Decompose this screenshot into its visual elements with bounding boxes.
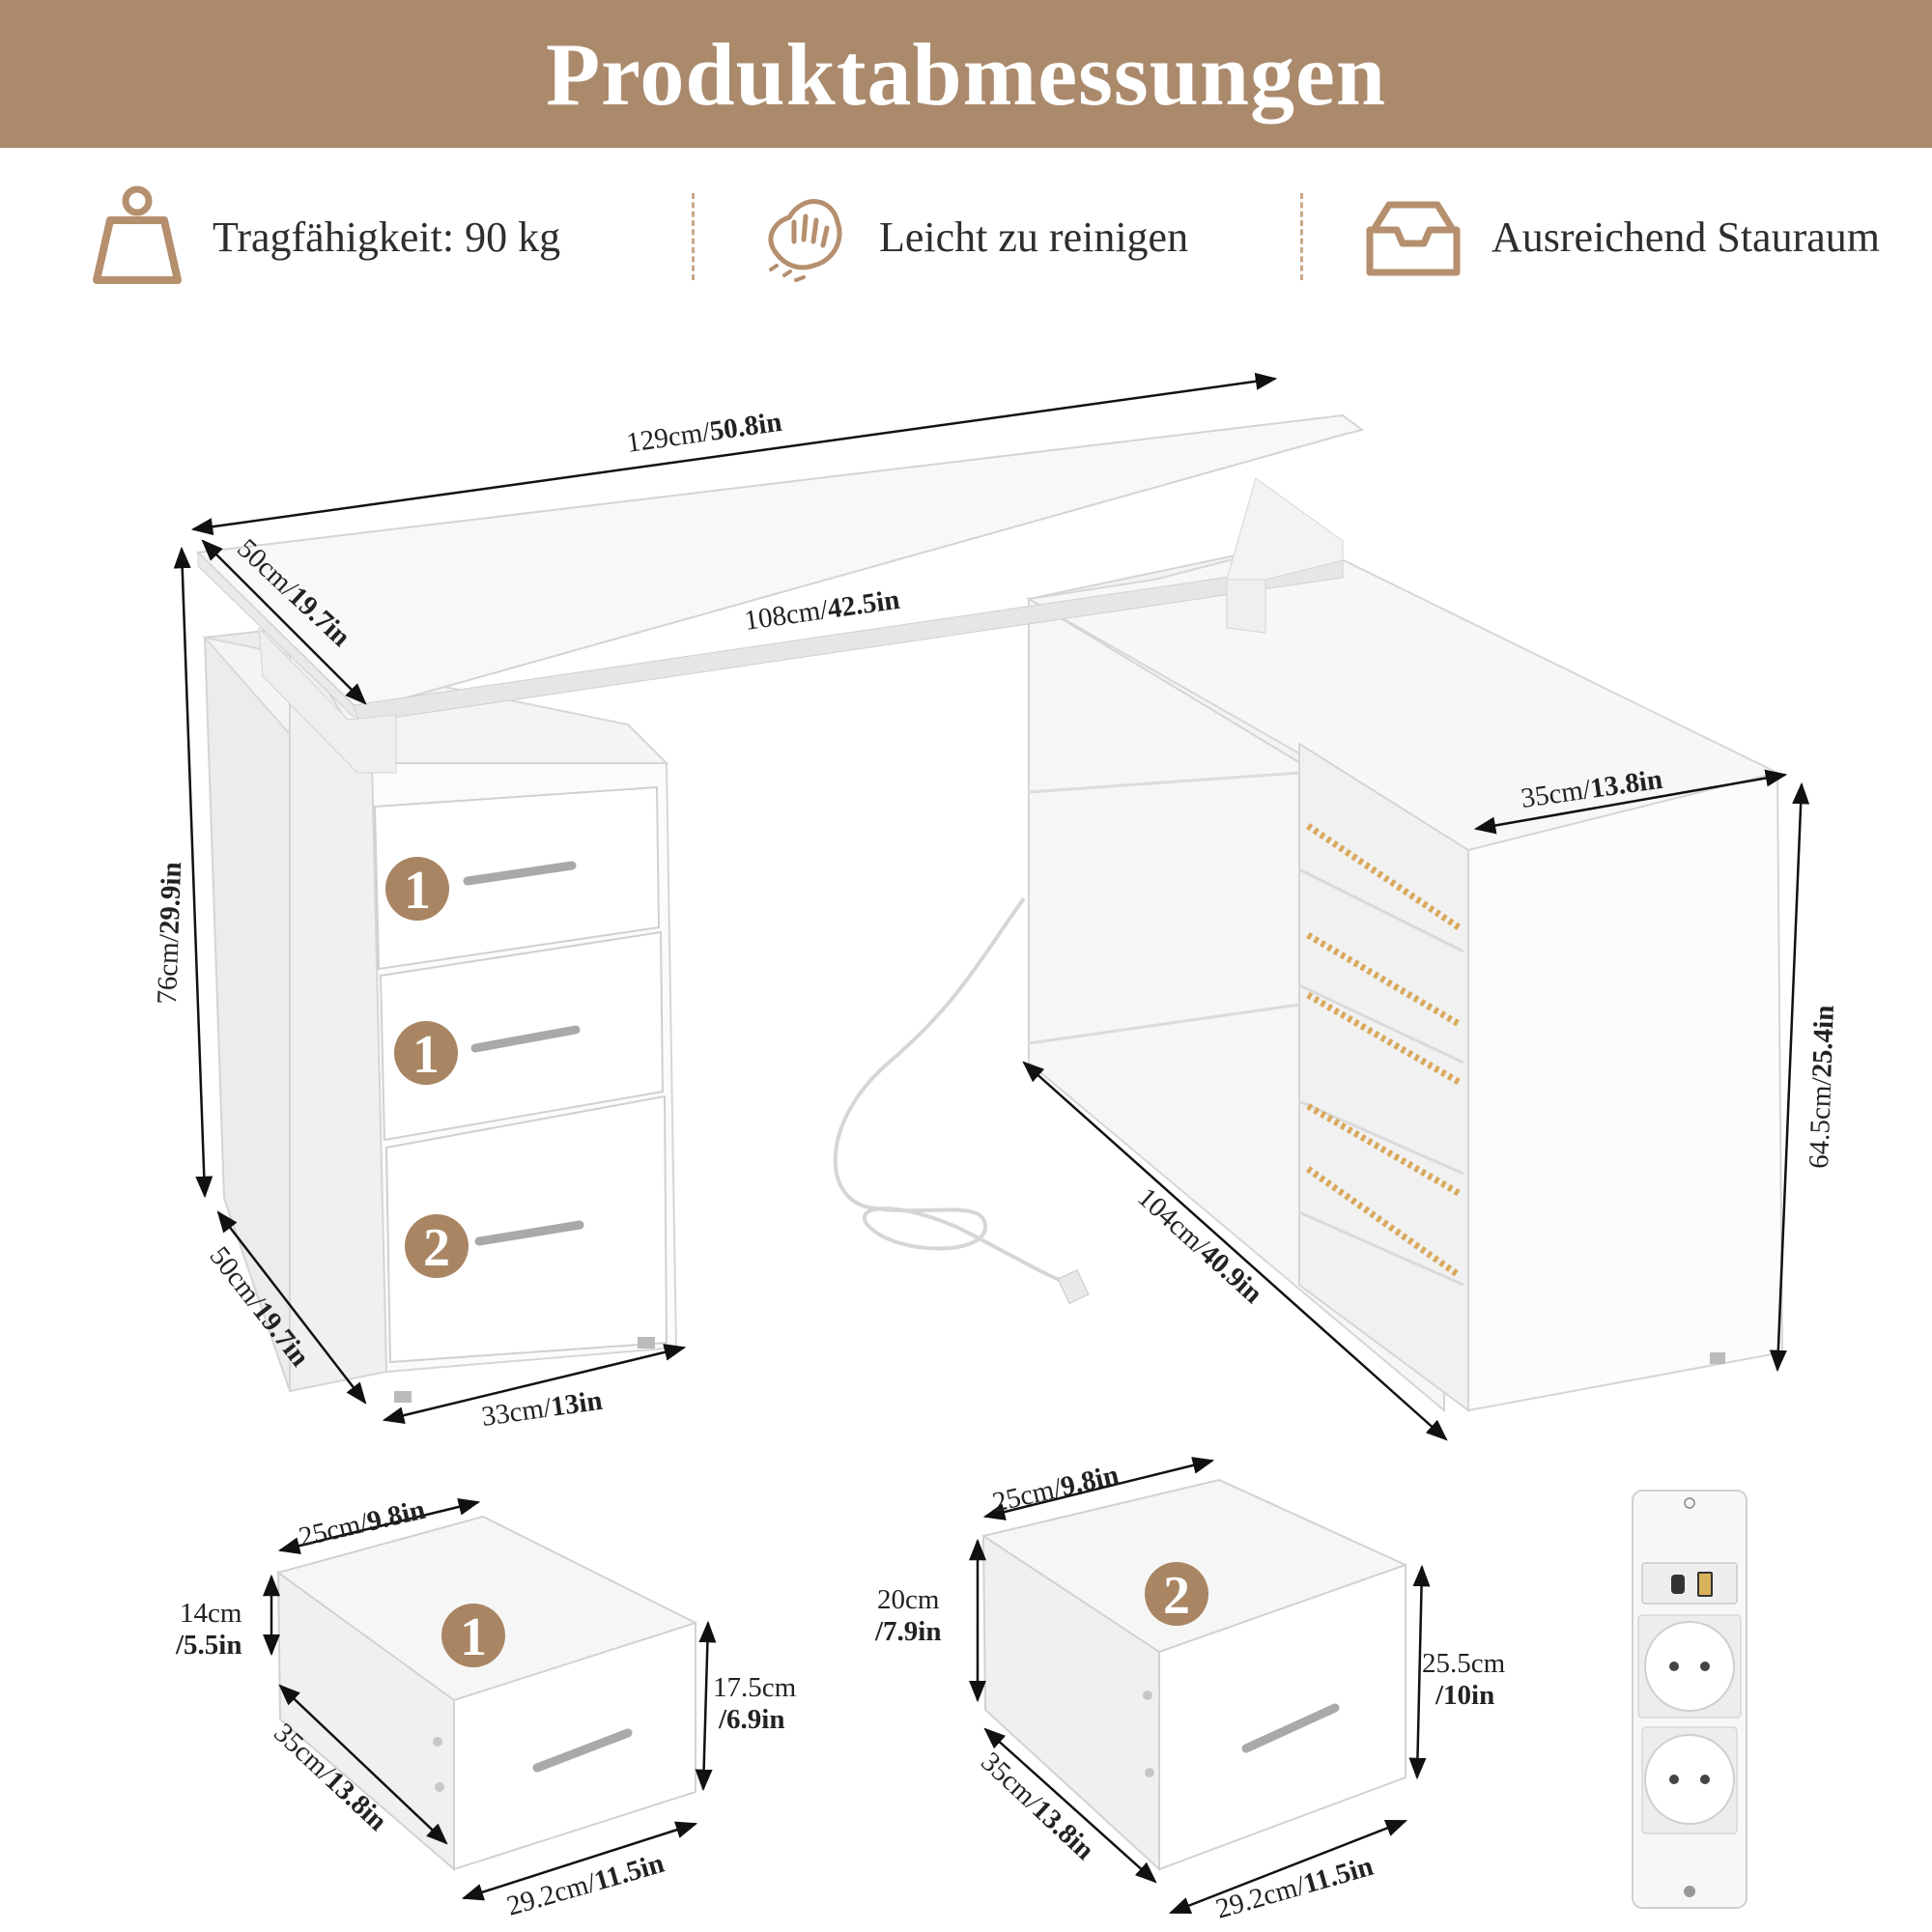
feature-storage: Ausreichend Stauraum xyxy=(1362,184,1880,290)
svg-text:1: 1 xyxy=(404,861,431,921)
power-cord xyxy=(833,896,1073,1287)
dimension-label-drawer-inner-height-in: /5.5in xyxy=(175,1630,242,1661)
dimension-label-drawer-front-width: 29.2cm/11.5in xyxy=(1212,1851,1377,1925)
drawer-handle xyxy=(474,1220,584,1246)
dimension-lines xyxy=(173,372,1810,1441)
dimension-label-drawer-front-height-in: /10in xyxy=(1435,1680,1494,1711)
foot xyxy=(1710,1352,1725,1364)
drawer-handle xyxy=(463,861,577,886)
drawer-badge-number: 1 xyxy=(460,1607,487,1667)
title-banner: Produktabmessungen xyxy=(0,0,1932,148)
feature-load-capacity: Tragfähigkeit: 90 kg xyxy=(89,184,560,290)
socket-icon xyxy=(1644,1734,1735,1825)
weight-icon xyxy=(93,185,182,284)
power-button-icon xyxy=(1684,1886,1695,1897)
dimension-label-drawer-front-height: 25.5cm xyxy=(1422,1648,1506,1679)
drawer-small-dimension-lines xyxy=(263,1498,717,1901)
power-plug xyxy=(1057,1268,1090,1305)
usb-panel xyxy=(1641,1562,1738,1605)
usb-a-port-icon xyxy=(1697,1572,1713,1597)
shelf-board xyxy=(1028,771,1300,794)
dimension-label-shelf-height: 64.5cm/25.4in xyxy=(1804,1005,1840,1169)
page-title: Produktabmessungen xyxy=(545,24,1387,124)
shelf-end-panel xyxy=(1467,771,1784,1412)
feature-label: Leicht zu reinigen xyxy=(879,213,1189,261)
cabinet-drawer-front xyxy=(373,785,661,971)
desktop-riser xyxy=(1226,579,1266,634)
power-strip xyxy=(1632,1490,1747,1909)
dimension-label-drawer-inner-height: 20cm xyxy=(877,1584,940,1615)
cabinet-badge: 1 xyxy=(385,857,449,921)
feature-label: Ausreichend Stauraum xyxy=(1492,213,1880,261)
svg-text:2: 2 xyxy=(423,1218,450,1278)
indicator-icon xyxy=(1684,1497,1695,1509)
storage-tray-icon xyxy=(1366,201,1461,276)
foot xyxy=(394,1391,412,1403)
drawer-handle xyxy=(532,1728,633,1773)
dimension-label-drawer-inner-height: 14cm xyxy=(180,1598,242,1629)
dimension-label-drawer-inner-height-in: /7.9in xyxy=(874,1616,942,1647)
feature-row: Tragfähigkeit: 90 kg Leicht zu reinigen … xyxy=(0,164,1932,309)
dimension-label-drawer-front-height-in: /6.9in xyxy=(718,1704,785,1735)
drawer-badge xyxy=(441,1604,505,1667)
cleaning-hand-icon xyxy=(768,199,842,282)
feature-divider xyxy=(1300,193,1303,280)
foot xyxy=(638,1337,655,1349)
cabinet-badge: 2 xyxy=(405,1214,469,1278)
socket-icon xyxy=(1644,1621,1735,1712)
drawer-badge xyxy=(1145,1562,1208,1626)
drawer-handle xyxy=(470,1025,581,1053)
drawer-small: 1 xyxy=(276,1515,696,1872)
drawer-badge-number: 2 xyxy=(1163,1566,1190,1626)
drawer-large-dimension-lines xyxy=(969,1457,1431,1915)
dimension-label-drawer-front-height: 17.5cm xyxy=(713,1672,797,1703)
usb-c-port-icon xyxy=(1671,1575,1685,1594)
feature-easy-clean: Leicht zu reinigen xyxy=(755,184,1188,290)
feature-divider xyxy=(692,193,695,280)
feature-label: Tragfähigkeit: 90 kg xyxy=(213,213,561,261)
svg-text:1: 1 xyxy=(412,1025,440,1085)
drawer-handle xyxy=(1241,1703,1340,1753)
shelf-board xyxy=(1028,1003,1300,1045)
dimension-label-height: 76cm/29.9in xyxy=(152,862,187,1005)
cabinet-badge: 1 xyxy=(394,1021,458,1085)
